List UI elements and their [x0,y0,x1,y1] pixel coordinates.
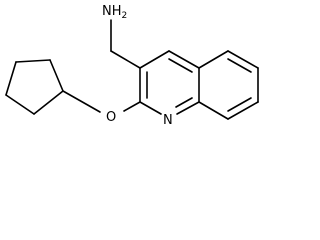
bond-cp4-cp5 [5,94,35,115]
aminomethyl-group [110,19,141,69]
bond-o-c1prime [62,90,101,113]
bond-n1-c2 [139,101,162,115]
amine-h-symbol: H [112,4,122,19]
amine-n-symbol: N [102,4,112,19]
bond-c5-c6 [227,50,259,69]
bond-c8a-n1 [176,101,200,115]
bond-c8a-n1-inner [175,97,193,108]
bond-cp2-cp3 [15,59,51,63]
amine-nitrogen-label: NH2 [102,4,127,21]
quinoline-benzene-ring [198,50,259,120]
bond-c2-o [123,101,141,112]
amine-h-count: 2 [122,11,128,21]
bond-cp5-cp1 [33,90,64,115]
bond-c4-c4a [168,50,200,69]
chemical-structure: NH2 O N [5,4,259,128]
bond-c3-ch2 [110,50,141,69]
quinoline-pyridine-ring [139,50,200,115]
bond-c7-c8-inner [227,97,252,112]
bond-cp3-cp4 [5,61,17,96]
bond-c3-c4 [139,50,170,69]
bond-c4a-c5 [198,50,229,69]
cyclopentyloxy-group [62,90,141,113]
bond-cp1-cp2 [49,59,64,92]
cyclopentane-ring [5,59,64,115]
bond-c4-c4a-inner [168,58,193,73]
bond-c5-c6-inner [227,58,252,73]
ether-oxygen-label: O [106,110,116,125]
ring-nitrogen-label: N [163,113,173,128]
bond-c7-c8 [227,101,259,120]
atom-labels: NH2 O N [102,4,173,128]
bond-c8-c8a [198,101,229,120]
